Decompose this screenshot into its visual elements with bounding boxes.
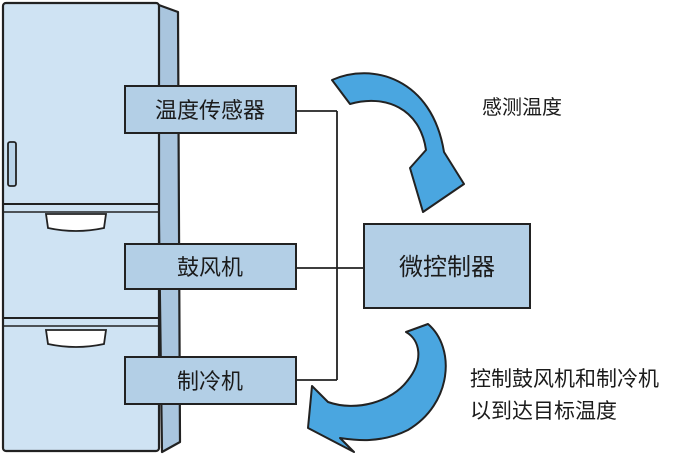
blower-label: 鼓风机 bbox=[177, 256, 243, 281]
fridge-drawer-handle bbox=[44, 213, 108, 232]
fridge-door-handle bbox=[7, 141, 17, 187]
sensor-box: 温度传感器 bbox=[124, 85, 297, 134]
fridge-drawer-handle bbox=[44, 329, 108, 348]
cooler-box: 制冷机 bbox=[124, 356, 297, 405]
sensor-label: 温度传感器 bbox=[155, 99, 265, 124]
connector-lines bbox=[296, 110, 364, 381]
controller-label: 微控制器 bbox=[399, 253, 495, 281]
annotation-sense: 感测温度 bbox=[482, 95, 562, 119]
control-arrow bbox=[307, 323, 447, 453]
blower-box: 鼓风机 bbox=[124, 243, 297, 290]
refrigerator bbox=[1, 1, 182, 454]
annotation-control-line1: 控制鼓风机和制冷机 bbox=[470, 367, 659, 391]
annotation-control-line2: 以到达目标温度 bbox=[470, 399, 617, 423]
sense-arrow bbox=[331, 72, 465, 213]
controller-box: 微控制器 bbox=[363, 223, 531, 309]
cooler-label: 制冷机 bbox=[177, 370, 243, 395]
